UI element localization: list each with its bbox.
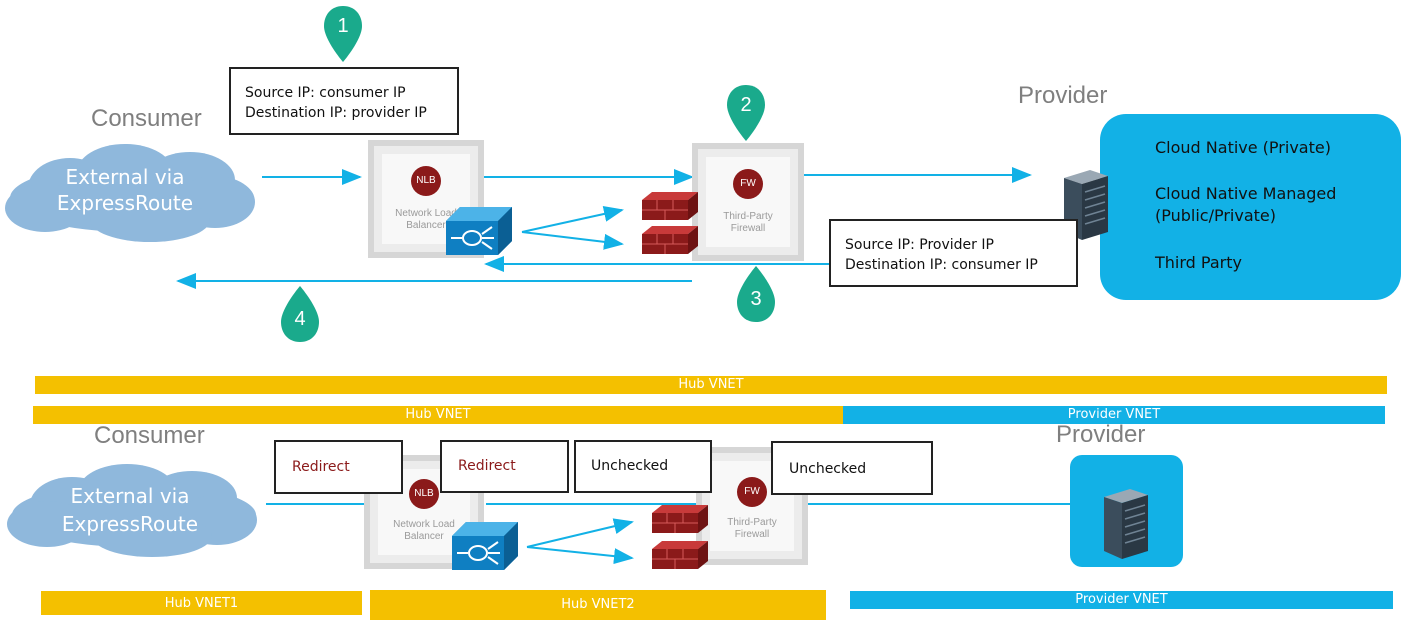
hub-vnet1-bar: Hub VNET1 <box>41 591 362 615</box>
box1-line1: Source IP: consumer IP <box>245 85 406 101</box>
provider-vnet-bar-bottom: Provider VNET <box>850 591 1393 609</box>
cloud-icon <box>5 144 255 242</box>
redirect-label-2: Redirect <box>458 458 516 474</box>
redirect-box-1: Redirect <box>274 440 403 494</box>
hub-vnet-bar-left: Hub VNET <box>33 406 843 424</box>
step-3-number: 3 <box>750 288 762 310</box>
step-2-number: 2 <box>740 94 752 116</box>
redirect-box-2: Redirect <box>440 440 569 493</box>
cloud-label-bottom: External via ExpressRoute <box>61 484 199 536</box>
firewall-card: FW Third-Party Firewall <box>692 143 804 261</box>
load-balancer-icon <box>446 207 512 255</box>
provider-item-cloud-native-managed: Cloud Native Managed (Public/Private) <box>1155 184 1337 225</box>
box3-line2: Destination IP: consumer IP <box>845 257 1038 273</box>
provider-item-third-party: Third Party <box>1155 253 1242 272</box>
firewall-icon <box>650 503 710 571</box>
cloud-icon <box>7 464 257 557</box>
provider-heading-bottom: Provider <box>1056 421 1146 448</box>
step-marker-1: 1 <box>322 4 364 64</box>
consumer-heading-bottom: Consumer <box>94 422 205 449</box>
server-icon <box>1104 489 1148 559</box>
fw-label: Third-Party Firewall <box>723 211 773 234</box>
fw-badge: FW <box>733 169 763 199</box>
arrow-lb-to-fw-upper-bottom <box>526 518 634 548</box>
map-marker-icon <box>281 286 319 342</box>
nlb-badge: NLB <box>411 166 441 196</box>
cloud-external-bottom: External via ExpressRoute <box>2 460 268 560</box>
consumer-heading: Consumer <box>91 105 202 132</box>
firewall-icon <box>640 190 700 256</box>
nlb-badge-bottom: NLB <box>409 479 439 509</box>
unchecked-label-1: Unchecked <box>591 458 669 474</box>
nlb-label-bottom: Network Load Balancer <box>393 519 455 542</box>
info-box-source-provider: Source IP: Provider IP Destination IP: c… <box>829 219 1078 287</box>
provider-vnet-bar-right: Provider VNET <box>843 406 1385 424</box>
fw-badge-bottom: FW <box>737 477 767 507</box>
provider-item-cloud-native-private: Cloud Native (Private) <box>1155 138 1331 157</box>
info-box-source-consumer: Source IP: consumer IP Destination IP: p… <box>229 67 459 135</box>
map-marker-icon <box>727 85 765 141</box>
arrow-lb-to-fw-upper <box>521 206 624 233</box>
provider-heading: Provider <box>1018 82 1108 109</box>
box1-line2: Destination IP: provider IP <box>245 105 427 121</box>
step-4-number: 4 <box>294 308 306 330</box>
redirect-label-1: Redirect <box>292 459 350 475</box>
unchecked-label-2: Unchecked <box>789 461 867 477</box>
provider-panel: Cloud Native (Private) Cloud Native Mana… <box>1100 114 1401 300</box>
map-marker-icon <box>324 6 362 62</box>
hub-vnet2-bar: Hub VNET2 <box>370 590 826 620</box>
step-marker-4: 4 <box>279 284 321 344</box>
unchecked-box-1: Unchecked <box>574 440 712 493</box>
step-marker-2: 2 <box>725 83 767 143</box>
provider-tile <box>1070 455 1183 567</box>
arrow-lb-to-fw-lower-bottom <box>526 546 634 565</box>
firewall-card-bottom: FW Third-Party Firewall <box>696 447 808 565</box>
step-marker-3: 3 <box>735 264 777 324</box>
arrow-lb-to-fw-lower <box>521 231 624 250</box>
fw-label-bottom: Third-Party Firewall <box>727 517 777 540</box>
unchecked-box-2: Unchecked <box>771 441 933 495</box>
step-1-number: 1 <box>337 15 349 37</box>
box3-line1: Source IP: Provider IP <box>845 237 994 253</box>
cloud-label: External via ExpressRoute <box>56 165 194 215</box>
nlb-label: Network Load Balancer <box>395 208 457 231</box>
hub-vnet-bar-full: Hub VNET <box>35 376 1387 394</box>
cloud-external: External via ExpressRoute <box>0 140 265 246</box>
map-marker-icon <box>737 266 775 322</box>
load-balancer-icon <box>452 522 518 570</box>
